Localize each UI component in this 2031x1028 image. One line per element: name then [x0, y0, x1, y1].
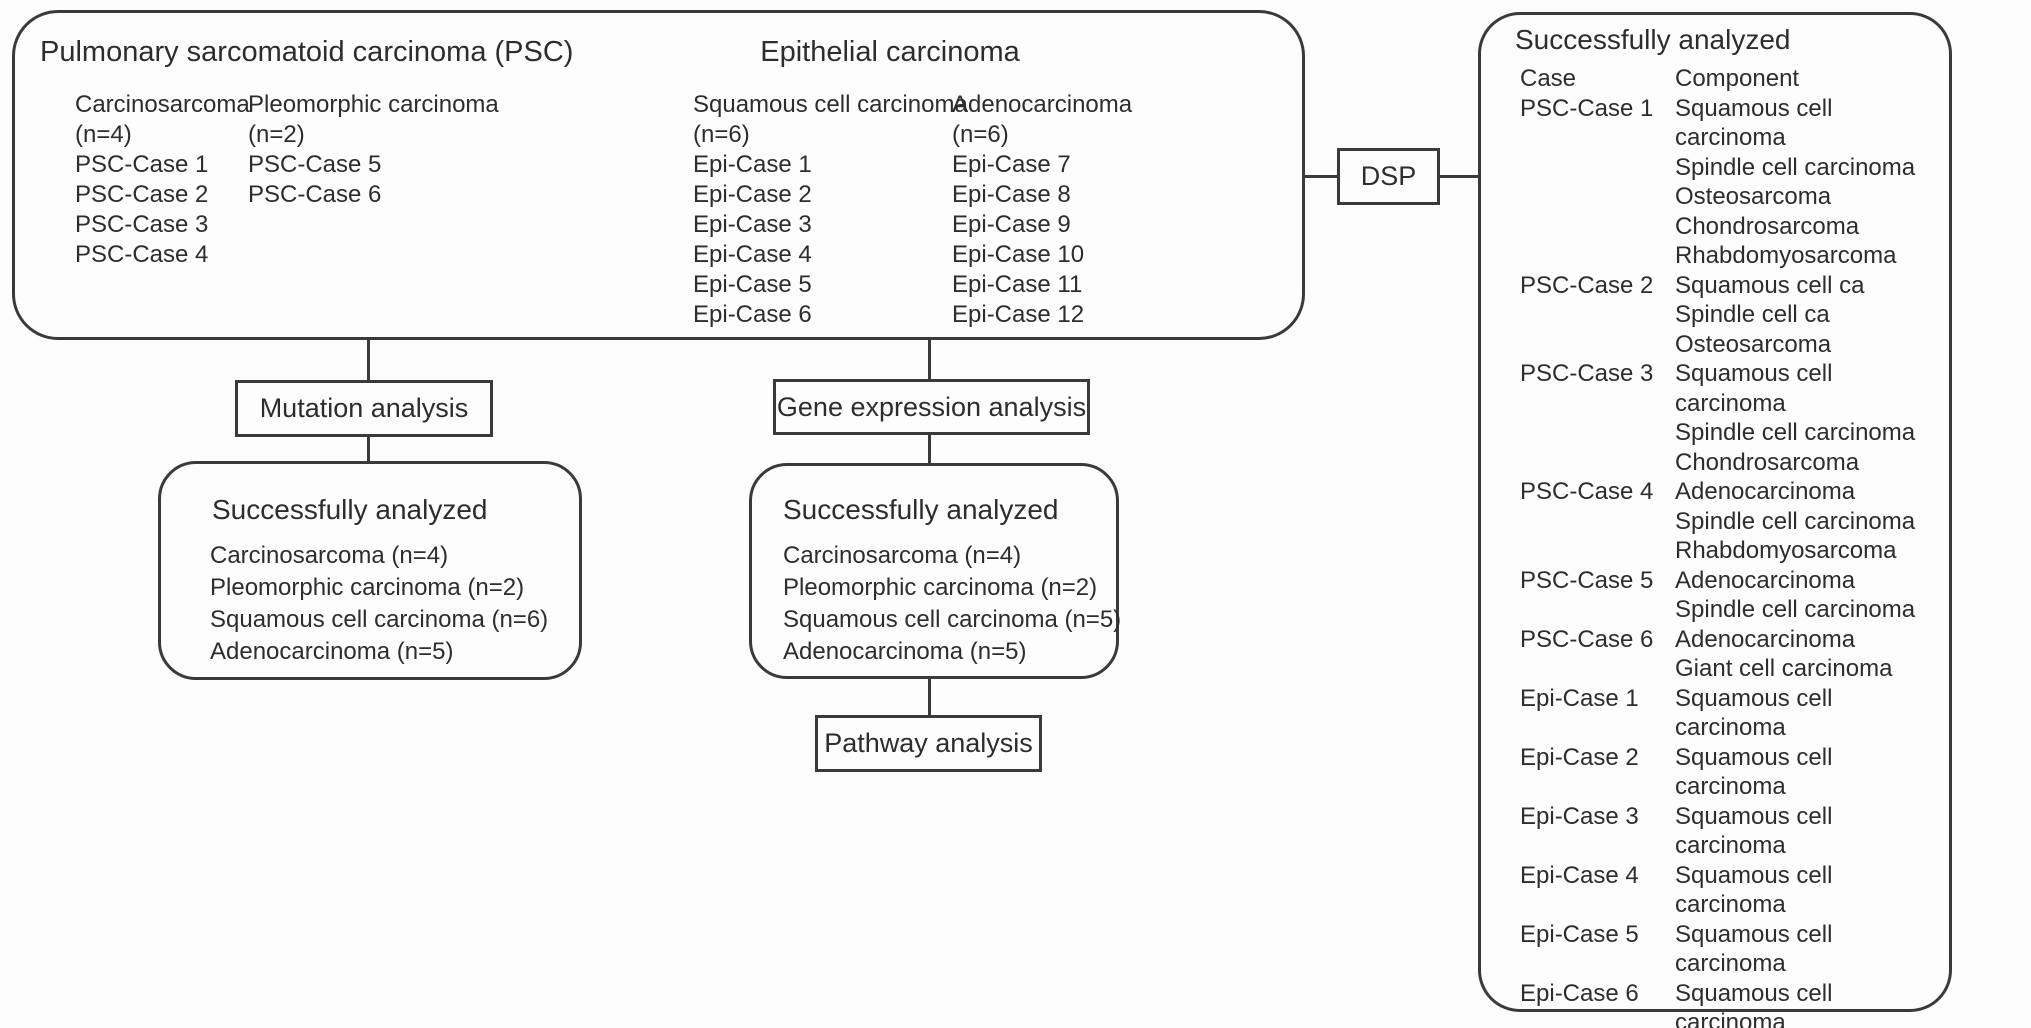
squamous-case-list: Squamous cell carcinoma (n=6) Epi-Case 1… [693, 91, 968, 328]
dsp-case-row: PSC-Case 2 Squamous cell ca Spindle cell… [1520, 271, 1940, 360]
dsp-case-row: PSC-Case 1 Squamous cell carcinoma Spind… [1520, 94, 1940, 271]
case-id-cell: PSC-Case 1 [1520, 94, 1654, 122]
case-id-cell: PSC-Case 4 [1520, 478, 1654, 505]
case-id-cell: PSC-Case 6 [1520, 625, 1654, 653]
case-id-cell: Epi-Case 4 [1520, 861, 1639, 889]
case-id-cell: PSC-Case 2 [1520, 271, 1654, 299]
case-id-cell: PSC-Case 3 [1520, 360, 1654, 387]
mutation-analysis-box: Mutation analysis [235, 380, 493, 437]
pathway-analysis-box: Pathway analysis [815, 715, 1042, 772]
epithelial-section-title: Epithelial carcinoma [760, 36, 1020, 68]
component-list-cell: Squamous cell carcinoma [1675, 920, 1833, 978]
carcinosarcoma-case-list: Carcinosarcoma (n=4) PSC-Case 1 PSC-Case… [75, 91, 250, 268]
component-list-cell: Squamous cell carcinoma [1675, 861, 1833, 919]
dsp-table-header-row: Case Component [1520, 64, 1940, 94]
dsp-case-row: Epi-Case 5 Squamous cell carcinoma [1520, 920, 1940, 979]
dsp-case-row: Epi-Case 6 Squamous cell carcinoma [1520, 979, 1940, 1028]
expression-result-list: Carcinosarcoma (n=4) Pleomorphic carcino… [783, 542, 1122, 665]
dsp-case-row: PSC-Case 6 Adenocarcinoma Giant cell car… [1520, 625, 1940, 684]
dsp-box: DSP [1337, 148, 1440, 205]
expression-result-box [749, 463, 1119, 679]
dsp-case-row: Epi-Case 2 Squamous cell carcinoma [1520, 743, 1940, 802]
connector-mutation-to-result-line [367, 436, 370, 462]
dsp-case-row: Epi-Case 1 Squamous cell carcinoma [1520, 684, 1940, 743]
dsp-case-row: PSC-Case 3 Squamous cell carcinoma Spind… [1520, 359, 1940, 477]
psc-section-title: Pulmonary sarcomatoid carcinoma (PSC) [40, 36, 574, 68]
dsp-case-row: PSC-Case 5 Adenocarcinoma Spindle cell c… [1520, 566, 1940, 625]
connector-cohort-to-expression-line [928, 340, 931, 380]
component-list-cell: Adenocarcinoma Giant cell carcinoma [1675, 625, 1893, 683]
connector-result-to-pathway-line [928, 678, 931, 716]
case-id-cell: Epi-Case 1 [1520, 684, 1639, 712]
component-list-cell: Squamous cell carcinoma [1675, 743, 1833, 801]
expression-result-title: Successfully analyzed [783, 494, 1059, 525]
component-list-cell: Squamous cell carcinoma [1675, 979, 1833, 1028]
gene-expression-analysis-box: Gene expression analysis [773, 379, 1090, 435]
mutation-result-title: Successfully analyzed [212, 494, 488, 525]
adenocarcinoma-case-list: Adenocarcinoma (n=6) Epi-Case 7 Epi-Case… [952, 91, 1133, 328]
component-column-header: Component [1675, 65, 1800, 92]
case-id-cell: Epi-Case 3 [1520, 802, 1639, 830]
connector-expression-to-result-line [928, 434, 931, 464]
case-id-cell: Epi-Case 6 [1520, 979, 1639, 1007]
mutation-result-box [158, 461, 582, 680]
dsp-case-row: Epi-Case 4 Squamous cell carcinoma [1520, 861, 1940, 920]
connector-cohort-to-mutation-line [367, 340, 370, 381]
pleomorphic-case-list: Pleomorphic carcinoma (n=2) PSC-Case 5 P… [248, 91, 499, 208]
dsp-result-panel [1478, 12, 1952, 1012]
dsp-panel-title: Successfully analyzed [1515, 24, 1791, 55]
case-id-cell: Epi-Case 2 [1520, 743, 1639, 771]
dsp-case-component-table: Case Component PSC-Case 1 Squamous cell … [1520, 64, 1940, 1028]
component-list-cell: Squamous cell ca Spindle cell ca Osteosa… [1675, 271, 1865, 358]
dsp-table-body: PSC-Case 1 Squamous cell carcinoma Spind… [1520, 94, 1940, 1028]
component-list-cell: Squamous cell carcinoma [1675, 684, 1833, 742]
dsp-case-row: PSC-Case 4 Adenocarcinoma Spindle cell c… [1520, 477, 1940, 566]
connector-dsp-to-panel-line [1439, 175, 1479, 178]
component-list-cell: Squamous cell carcinoma Spindle cell car… [1675, 94, 1916, 270]
case-id-cell: Epi-Case 5 [1520, 920, 1639, 948]
cohort-box [12, 10, 1305, 340]
connector-cohort-to-dsp-line [1305, 175, 1338, 178]
component-list-cell: Adenocarcinoma Spindle cell carcinoma Rh… [1675, 478, 1916, 564]
case-id-cell: PSC-Case 5 [1520, 566, 1654, 594]
case-column-header: Case [1520, 65, 1577, 92]
mutation-result-list: Carcinosarcoma (n=4) Pleomorphic carcino… [210, 542, 549, 665]
component-list-cell: Squamous cell carcinoma [1675, 802, 1833, 860]
component-list-cell: Squamous cell carcinoma Spindle cell car… [1675, 360, 1916, 476]
component-list-cell: Adenocarcinoma Spindle cell carcinoma [1675, 566, 1916, 624]
dsp-case-row: Epi-Case 3 Squamous cell carcinoma [1520, 802, 1940, 861]
